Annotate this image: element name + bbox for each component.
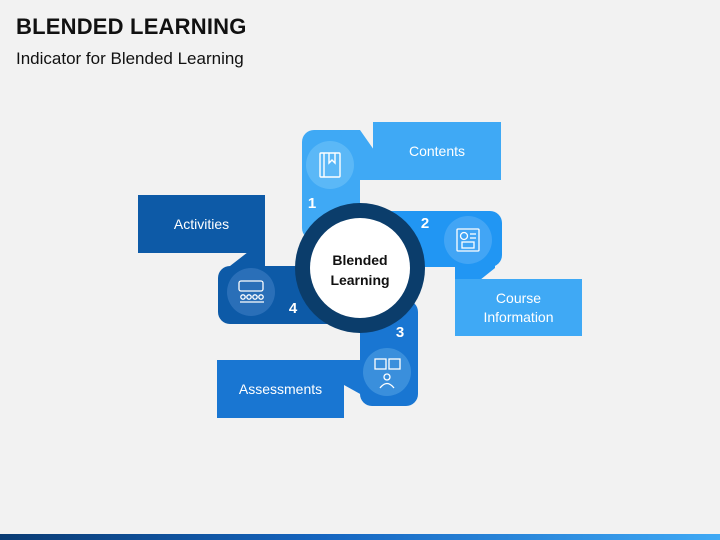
number-2: 2 — [420, 215, 430, 232]
center-label-line2: Learning — [330, 272, 390, 288]
label-course-line1: Course — [495, 289, 542, 306]
label-contents: Contents — [408, 142, 466, 159]
footer-bar — [0, 534, 720, 540]
label-course-information: Course Information — [455, 279, 582, 336]
certificate-icon — [456, 228, 480, 252]
page-subtitle: Indicator for Blended Learning — [16, 49, 244, 68]
page-title: BLENDED LEARNING — [16, 14, 247, 39]
center-label: Blended Learning — [308, 240, 412, 300]
book-icon — [319, 152, 341, 178]
label-course-line2: Information — [483, 308, 554, 325]
center-disc — [310, 218, 410, 318]
label-activities: Activities — [173, 215, 230, 232]
center-label-line1: Blended — [332, 252, 388, 268]
presentation-icon — [374, 358, 401, 389]
label-assessments: Assessments — [238, 380, 323, 397]
number-3: 3 — [395, 324, 405, 341]
group-meeting-icon — [238, 280, 264, 303]
number-4: 4 — [288, 300, 298, 317]
number-1: 1 — [307, 195, 317, 212]
